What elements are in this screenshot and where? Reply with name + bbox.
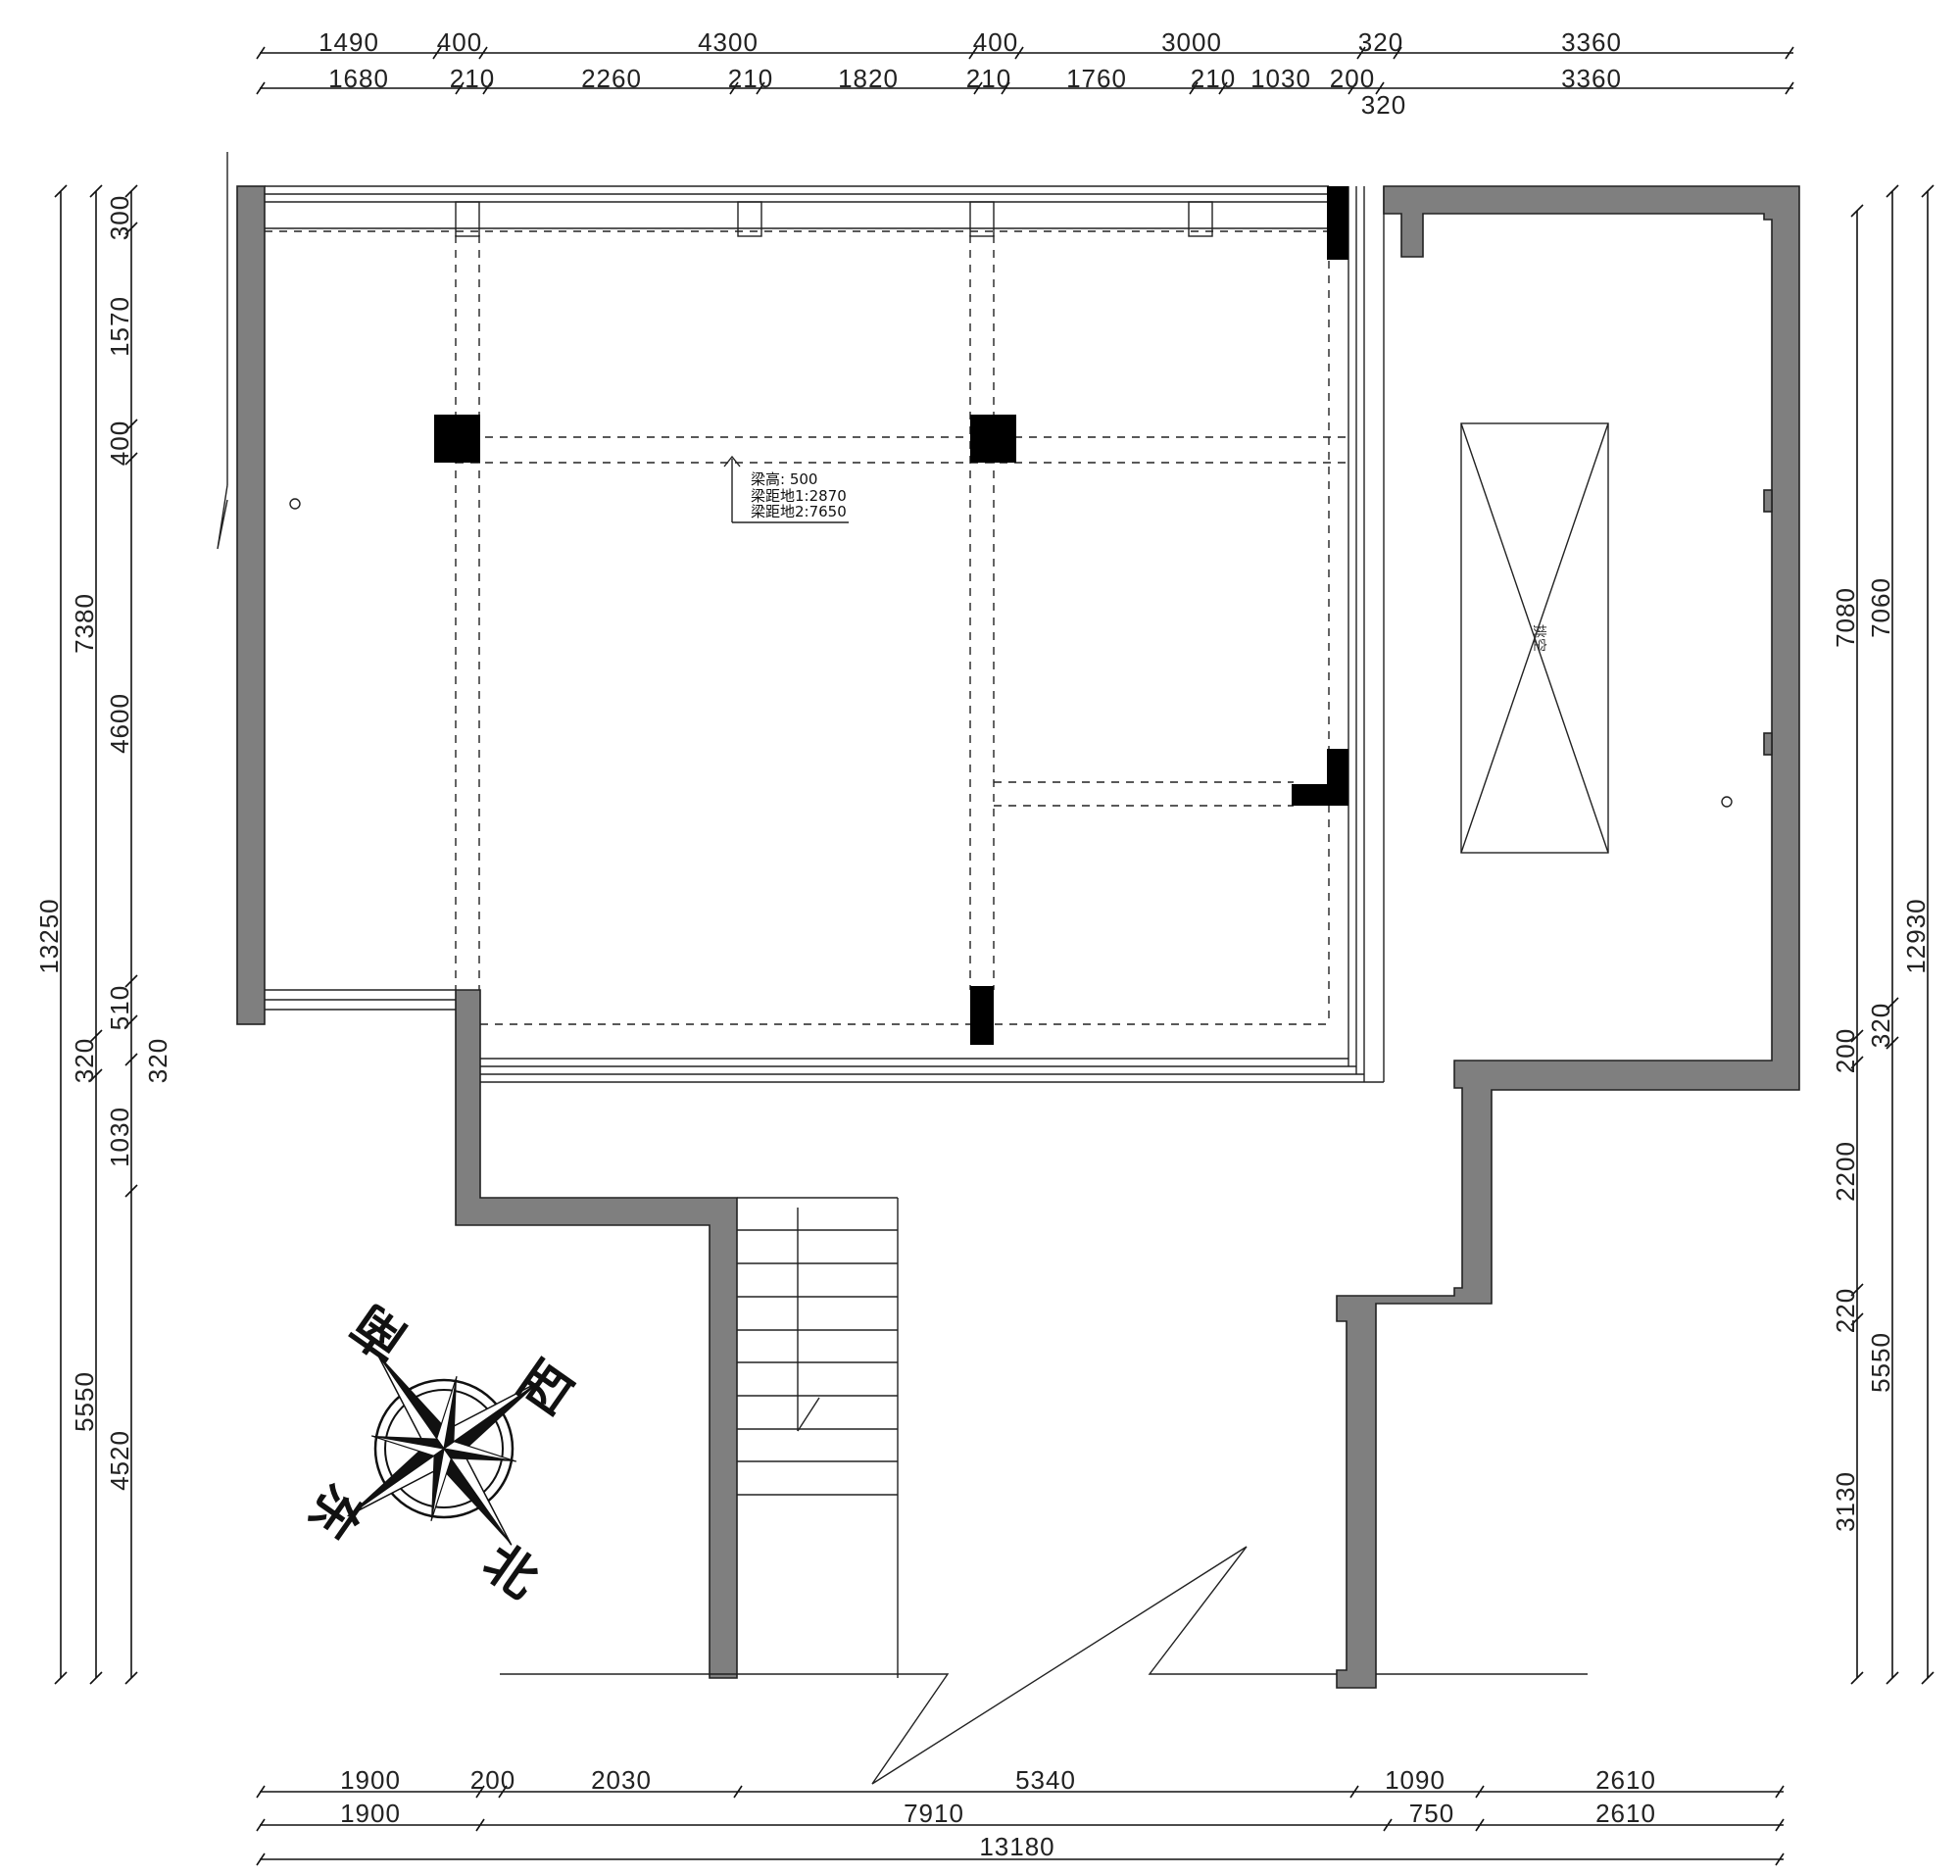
top-dim-400b: 400 [973,27,1018,57]
top-dim-210a: 210 [450,64,495,93]
right-dim-2200: 2200 [1831,1141,1860,1202]
left-dim-13250: 13250 [34,898,64,973]
top-dim-1030: 1030 [1250,64,1311,93]
left-dim-320b: 320 [70,1038,99,1083]
top-dim-320b: 320 [1361,90,1406,120]
bottom-dim-13180: 13180 [979,1832,1054,1861]
right-dim-7060: 7060 [1866,577,1895,638]
top-dim-1490: 1490 [318,27,379,57]
compass-north: 北 [472,1533,548,1610]
left-dim-4600: 4600 [105,693,134,754]
beam-height: 梁高: 500 [751,470,817,488]
compass: 南 西 北 东 [296,1293,586,1610]
right-wall-notch-2 [1763,732,1773,756]
bottom-dim-1090: 1090 [1385,1765,1446,1795]
right-dim-320: 320 [1866,1003,1895,1048]
left-dim-300: 300 [105,195,134,240]
right-wall-notch-1 [1763,489,1773,513]
staircase [737,1197,899,1678]
bottom-window-frame [265,989,1384,1083]
top-dimension-row-1: 1490 400 4300 400 3000 320 3360 [256,27,1794,60]
left-dimension-col-a: 300 1570 400 4600 510 320 1030 4520 [105,184,172,1685]
right-dimension-col-b: 7060 320 5550 [1866,184,1899,1685]
bottom-dim-750: 750 [1409,1799,1454,1828]
left-dim-5550: 5550 [70,1371,99,1432]
top-window-frame [265,185,1329,237]
top-dim-3360a: 3360 [1561,27,1622,57]
top-dim-210b: 210 [728,64,773,93]
right-dim-5550: 5550 [1866,1332,1895,1393]
top-dim-210c: 210 [966,64,1011,93]
top-dim-3360b: 3360 [1561,64,1622,93]
top-dim-4300: 4300 [698,27,759,57]
beam-floor-2: 梁距地2:7650 [751,503,847,520]
left-dim-320a: 320 [143,1038,172,1083]
compass-east: 东 [296,1473,373,1549]
right-room-walls [1336,185,1800,1689]
left-dim-1570: 1570 [105,296,134,357]
drain-point-right [1721,796,1733,808]
right-dim-12930: 12930 [1901,898,1931,973]
bottom-dimension-total: 13180 [256,1832,1785,1866]
right-dimension-col-c: 12930 [1901,184,1935,1685]
left-dim-1030: 1030 [105,1107,134,1167]
right-dim-7080: 7080 [1831,587,1860,648]
bottom-dim-7910: 7910 [904,1799,964,1828]
beam-annotation: 梁高: 500 梁距地1:2870 梁距地2:7650 [723,455,849,523]
right-room: 挑空 [1336,185,1800,1689]
left-wall [236,185,266,1025]
column-3 [1327,186,1348,260]
top-dim-1820: 1820 [838,64,899,93]
bottom-dim-2030: 2030 [591,1765,652,1795]
column-4 [1292,749,1348,806]
left-dimension-col-b: 7380 320 5550 [70,184,103,1685]
bottom-dim-1900a: 1900 [340,1765,401,1795]
bottom-dimension-row-2: 1900 7910 750 2610 [256,1799,1785,1832]
column-1 [434,415,480,463]
bottom-dimension-row-1: 1900 200 2030 5340 1090 2610 [256,1765,1785,1799]
left-dim-400: 400 [105,420,134,466]
top-dim-210d: 210 [1191,64,1236,93]
right-dim-3130: 3130 [1831,1471,1860,1532]
left-dim-7380: 7380 [70,593,99,654]
bottom-dim-1900b: 1900 [340,1799,401,1828]
right-window-frame [1348,186,1385,1082]
top-dim-3000: 3000 [1161,27,1222,57]
top-dim-400a: 400 [437,27,482,57]
top-dim-320a: 320 [1358,27,1403,57]
bottom-dim-200: 200 [470,1765,515,1795]
bottom-dim-2610b: 2610 [1595,1799,1656,1828]
top-dim-1760: 1760 [1066,64,1127,93]
left-dim-4520: 4520 [105,1430,134,1491]
left-dimension-col-c: 13250 [34,184,68,1685]
top-dim-200: 200 [1330,64,1375,93]
void-label: 挑空 [1531,624,1546,652]
top-dim-2260: 2260 [581,64,642,93]
top-dimension-row-2: 1680 210 2260 210 1820 210 1760 210 1030… [256,64,1794,120]
drain-point-left [289,498,301,510]
column-5 [970,986,994,1045]
corridor-left-wall [455,989,738,1679]
main-room [217,152,1385,1083]
void-box [1460,422,1609,854]
left-dim-510: 510 [105,985,134,1030]
beam-floor-1: 梁距地1:2870 [751,487,847,505]
right-dimension-col-a: 7080 200 2200 220 3130 [1831,204,1864,1685]
beam-lines [265,230,1348,1025]
top-dim-1680: 1680 [328,64,389,93]
compass-south: 南 [342,1293,417,1370]
bottom-dim-2610a: 2610 [1595,1765,1656,1795]
right-dim-220: 220 [1831,1288,1860,1333]
column-2 [970,415,1016,463]
break-line [500,1546,1588,1785]
compass-west: 西 [509,1351,586,1426]
right-dim-200: 200 [1831,1028,1860,1073]
corridor-walls [455,989,738,1679]
bottom-dim-5340: 5340 [1015,1765,1076,1795]
